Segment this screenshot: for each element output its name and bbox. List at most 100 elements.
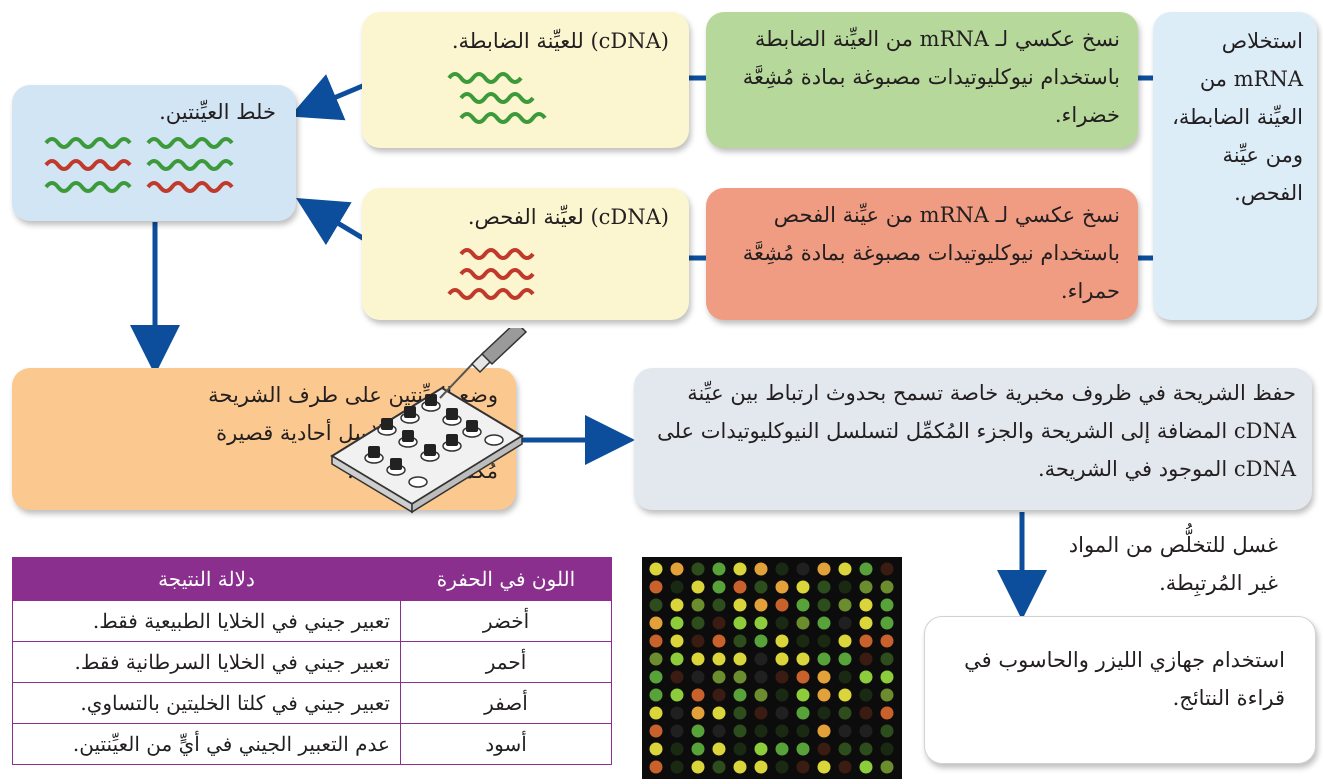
microarray-spot	[712, 652, 726, 666]
microarray-spot	[754, 598, 768, 612]
microarray-spot	[880, 580, 894, 594]
microarray-spot	[775, 760, 789, 774]
microarray-spot	[880, 724, 894, 738]
microarray-spot	[649, 706, 663, 720]
microarray-spot	[670, 580, 684, 594]
microarray-spot	[775, 742, 789, 756]
test-cdna-text: (cDNA) لعيِّنة الفحص.	[467, 205, 669, 229]
microarray-spot	[712, 724, 726, 738]
microarray-spot	[670, 706, 684, 720]
header-meaning: دلالة النتيجة	[12, 557, 401, 601]
microarray-spot	[838, 634, 852, 648]
table-row: أحمر تعبير جيني في الخلايا السرطانية فقط…	[12, 641, 612, 683]
microarray-spot	[775, 634, 789, 648]
microarray-spot	[817, 580, 831, 594]
wash-text: غسل للتخلُّص من المواد غير المُرتبِطة.	[1068, 533, 1278, 595]
red-cdna-strands-icon	[447, 248, 535, 300]
microarray-spot	[670, 688, 684, 702]
microarray-spot	[880, 742, 894, 756]
microarray-spot	[838, 688, 852, 702]
microarray-spot	[796, 652, 810, 666]
microarray-spot	[838, 706, 852, 720]
microarray-spot	[775, 724, 789, 738]
microarray-spot	[649, 760, 663, 774]
microarray-spot	[670, 616, 684, 630]
microarray-spot	[754, 688, 768, 702]
test-cdna-box: (cDNA) لعيِّنة الفحص.	[362, 188, 689, 320]
microarray-spot	[880, 634, 894, 648]
cell-color: أحمر	[400, 641, 612, 683]
microarray-spot	[733, 706, 747, 720]
place-samples-box: وضع العيِّنتين على طرف الشريحة التي تحوي…	[12, 328, 528, 514]
microarray-spot	[880, 760, 894, 774]
table-row: أسود عدم التعبير الجيني في أيٍّ من العيِ…	[12, 723, 612, 765]
microarray-spot	[796, 562, 810, 576]
microarray-spot	[796, 634, 810, 648]
cell-meaning: عدم التعبير الجيني في أيٍّ من العيِّنتين…	[12, 723, 401, 765]
microarray-spot	[817, 562, 831, 576]
microarray-spot	[775, 670, 789, 684]
microarray-spot	[670, 562, 684, 576]
microarray-spot	[796, 760, 810, 774]
microarray-spot	[649, 724, 663, 738]
microarray-spot	[817, 724, 831, 738]
microarray-spot	[754, 580, 768, 594]
microarray-spot	[796, 742, 810, 756]
cell-color: أصفر	[400, 682, 612, 724]
microarray-spot	[880, 652, 894, 666]
microarray-spot	[880, 616, 894, 630]
cell-color: أسود	[400, 723, 612, 765]
microarray-spot	[796, 724, 810, 738]
microarray-spot	[859, 580, 873, 594]
microarray-spot	[649, 742, 663, 756]
microarray-spot	[754, 562, 768, 576]
microarray-spot	[775, 562, 789, 576]
microarray-spot	[712, 562, 726, 576]
microarray-spot	[859, 688, 873, 702]
microarray-spot	[712, 688, 726, 702]
microarray-spot	[754, 760, 768, 774]
microarray-spot	[859, 742, 873, 756]
microarray-spot	[691, 598, 705, 612]
microarray-spot	[817, 616, 831, 630]
microarray-spot	[859, 724, 873, 738]
microarray-spot	[670, 670, 684, 684]
microarray-spot	[691, 580, 705, 594]
microarray-spot	[712, 634, 726, 648]
microarray-spot	[670, 742, 684, 756]
control-cdna-text: (cDNA) للعيِّنة الضابطة.	[451, 29, 669, 53]
microarray-spot	[859, 562, 873, 576]
microarray-spot	[817, 760, 831, 774]
microarray-spot	[817, 706, 831, 720]
red-reverse-transcription-box: نسخ عكسي لـ mRNA من عيِّنة الفحص باستخدا…	[706, 188, 1138, 320]
microarray-spot	[733, 598, 747, 612]
microarray-spot	[838, 652, 852, 666]
microarray-spot	[712, 616, 726, 630]
microarray-spot	[796, 616, 810, 630]
microarray-spot	[859, 670, 873, 684]
table-header-row: اللون في الحفرة دلالة النتيجة	[12, 557, 612, 601]
microarray-spot	[838, 742, 852, 756]
microarray-spot	[691, 616, 705, 630]
laser-reading-box: استخدام جهازي الليزر والحاسوب في قراءة ا…	[924, 616, 1316, 764]
cell-meaning: تعبير جيني في الخلايا السرطانية فقط.	[12, 641, 401, 683]
microarray-spot	[796, 580, 810, 594]
keep-slide-text: حفظ الشريحة في ظروف مخبرية خاصة تسمح بحد…	[657, 381, 1296, 481]
header-color: اللون في الحفرة	[400, 557, 612, 601]
microarray-spot	[880, 688, 894, 702]
microarray-spot	[817, 688, 831, 702]
control-cdna-box: (cDNA) للعيِّنة الضابطة.	[362, 12, 689, 148]
red-reverse-transcription-text: نسخ عكسي لـ mRNA من عيِّنة الفحص باستخدا…	[742, 203, 1120, 303]
green-reverse-transcription-text: نسخ عكسي لـ mRNA من العيِّنة الضابطة باس…	[742, 27, 1120, 127]
microarray-spot	[670, 760, 684, 774]
microarray-spot	[712, 742, 726, 756]
microarray-spot	[796, 670, 810, 684]
cell-meaning: تعبير جيني في الخلايا الطبيعية فقط.	[12, 600, 401, 642]
microarray-spot	[733, 760, 747, 774]
microarray-spot	[754, 742, 768, 756]
microarray-spot	[733, 634, 747, 648]
microarray-spot	[775, 688, 789, 702]
microarray-spot	[691, 742, 705, 756]
microarray-spot	[775, 652, 789, 666]
microarray-spot	[733, 670, 747, 684]
